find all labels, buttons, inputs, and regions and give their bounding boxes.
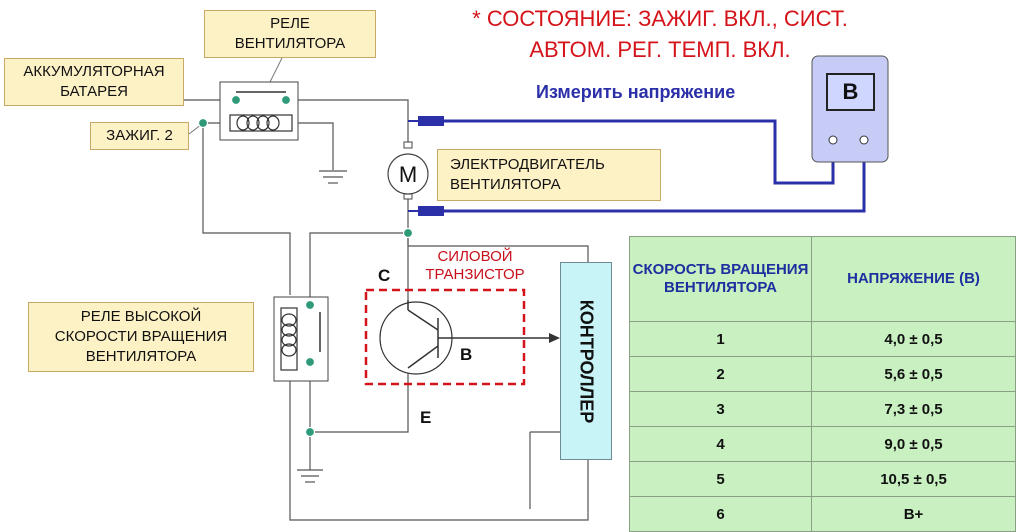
voltmeter-terminal-right: [859, 135, 869, 145]
power-transistor-label-line-2: ТРАНЗИСТОР: [425, 266, 525, 283]
fan-motor-label-line-2: ВЕНТИЛЯТОРА: [450, 176, 561, 193]
controller-box: КОНТРОЛЛЕР: [560, 262, 612, 460]
voltage-spec-table: СКОРОСТЬ ВРАЩЕНИЯ ВЕНТИЛЯТОРА НАПРЯЖЕНИЕ…: [629, 236, 1016, 532]
battery-label: АККУМУЛЯТОРНАЯ БАТАРЕЯ: [4, 58, 184, 106]
emitter-label: E: [420, 408, 432, 427]
speed-cell: 3: [629, 391, 812, 427]
voltage-cell: 4,0 ± 0,5: [811, 321, 1016, 357]
probe-wires: [444, 119, 866, 213]
fan-relay-label: РЕЛЕ ВЕНТИЛЯТОРА: [204, 10, 376, 58]
fan-motor-label-line-1: ЭЛЕКТРОДВИГАТЕЛЬ: [450, 156, 605, 173]
table-row: 1 4,0 ± 0,5: [629, 321, 1016, 357]
high-speed-relay-label-line-1: РЕЛЕ ВЫСОКОЙ: [80, 308, 202, 325]
voltage-cell: В+: [811, 496, 1016, 532]
ground-symbol-high-speed: [297, 469, 323, 483]
voltmeter-terminal-left: [828, 135, 838, 145]
high-speed-relay-coil: [280, 307, 298, 371]
base-arrow: [549, 333, 560, 343]
table-row: 2 5,6 ± 0,5: [629, 356, 1016, 392]
voltage-cell: 9,0 ± 0,5: [811, 426, 1016, 462]
junction-nodes: [197, 94, 414, 438]
table-header-row: СКОРОСТЬ ВРАЩЕНИЯ ВЕНТИЛЯТОРА НАПРЯЖЕНИЕ…: [629, 236, 1016, 322]
high-speed-relay-label: РЕЛЕ ВЫСОКОЙ СКОРОСТИ ВРАЩЕНИЯ ВЕНТИЛЯТО…: [28, 302, 254, 372]
voltage-cell: 5,6 ± 0,5: [811, 356, 1016, 392]
battery-label-line-1: АККУМУЛЯТОРНАЯ: [23, 63, 165, 80]
fan-motor-symbol: [387, 153, 429, 195]
battery-label-line-2: БАТАРЕЯ: [60, 83, 128, 100]
probe-tip-bottom: [418, 206, 444, 216]
speed-cell: 5: [629, 461, 812, 497]
status-line-2: АВТОМ. РЕГ. ТЕМП. ВКЛ.: [529, 37, 791, 62]
table-row: 5 10,5 ± 0,5: [629, 461, 1016, 497]
voltage-cell: 7,3 ± 0,5: [811, 391, 1016, 427]
table-row: 6 В+: [629, 496, 1016, 532]
speed-cell: 6: [629, 496, 812, 532]
base-label: B: [460, 345, 473, 364]
power-transistor-label-line-1: СИЛОВОЙ: [437, 248, 513, 265]
motor-terminal-top: [403, 141, 413, 149]
high-speed-relay-label-line-2: СКОРОСТИ ВРАЩЕНИЯ: [54, 328, 228, 345]
fan-motor-label: ЭЛЕКТРОДВИГАТЕЛЬ ВЕНТИЛЯТОРА: [437, 149, 661, 201]
header-fan-speed: СКОРОСТЬ ВРАЩЕНИЯ ВЕНТИЛЯТОРА: [629, 236, 812, 322]
controller-label: КОНТРОЛЛЕР: [576, 299, 597, 423]
voltmeter-display: В: [826, 73, 875, 111]
wires: [184, 99, 589, 521]
table-row: 3 7,3 ± 0,5: [629, 391, 1016, 427]
ground-symbol-relay: [319, 170, 347, 184]
power-transistor-label: СИЛОВОЙ ТРАНЗИСТОР: [420, 248, 530, 284]
speed-cell: 2: [629, 356, 812, 392]
measure-voltage-label: Измерить напряжение: [536, 82, 736, 102]
fan-relay-label-line-1: РЕЛЕ: [270, 15, 310, 32]
transistor-leads: [407, 300, 555, 369]
probe-tip-top: [418, 116, 444, 126]
fan-relay-coil: [229, 114, 293, 132]
voltage-cell: 10,5 ± 0,5: [811, 461, 1016, 497]
table-row: 4 9,0 ± 0,5: [629, 426, 1016, 462]
status-line-1: * СОСТОЯНИЕ: ЗАЖИГ. ВКЛ., СИСТ.: [472, 6, 848, 31]
header-voltage: НАПРЯЖЕНИЕ (В): [811, 236, 1016, 322]
speed-cell: 4: [629, 426, 812, 462]
speed-cell: 1: [629, 321, 812, 357]
motor-label: M: [399, 162, 417, 187]
ignition-label: ЗАЖИГ. 2: [90, 122, 189, 150]
controller-label-wrap: КОНТРОЛЛЕР: [561, 263, 611, 459]
high-speed-relay-label-line-3: ВЕНТИЛЯТОРА: [85, 348, 197, 365]
collector-label: C: [378, 266, 391, 285]
fan-relay-label-line-2: ВЕНТИЛЯТОРА: [234, 35, 346, 52]
transistor-dashed-box: [364, 288, 526, 386]
